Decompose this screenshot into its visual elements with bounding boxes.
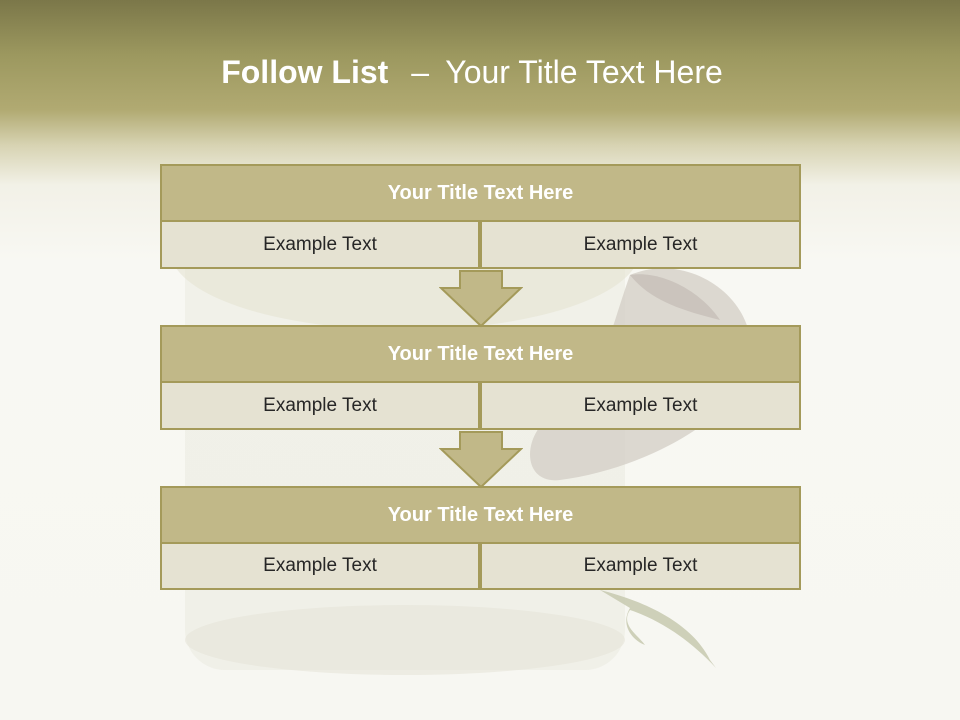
- title-sub: Your Title Text Here: [445, 54, 723, 90]
- step-cell-left: Example Text: [160, 220, 480, 269]
- down-arrow-icon: [439, 431, 523, 489]
- step-title: Your Title Text Here: [160, 325, 801, 383]
- step-title: Your Title Text Here: [160, 486, 801, 544]
- slide-title: Follow List – Your Title Text Here: [0, 54, 944, 91]
- down-arrow-icon: [439, 270, 523, 328]
- follow-list: Your Title Text Here Example Text Exampl…: [160, 0, 801, 720]
- step-cell-left: Example Text: [160, 542, 480, 590]
- title-dash: –: [411, 54, 429, 90]
- step-cell-right: Example Text: [480, 220, 801, 269]
- title-main: Follow List: [221, 54, 389, 90]
- step-cell-right: Example Text: [480, 542, 801, 590]
- step-title: Your Title Text Here: [160, 164, 801, 222]
- step-cell-left: Example Text: [160, 381, 480, 430]
- step-cell-right: Example Text: [480, 381, 801, 430]
